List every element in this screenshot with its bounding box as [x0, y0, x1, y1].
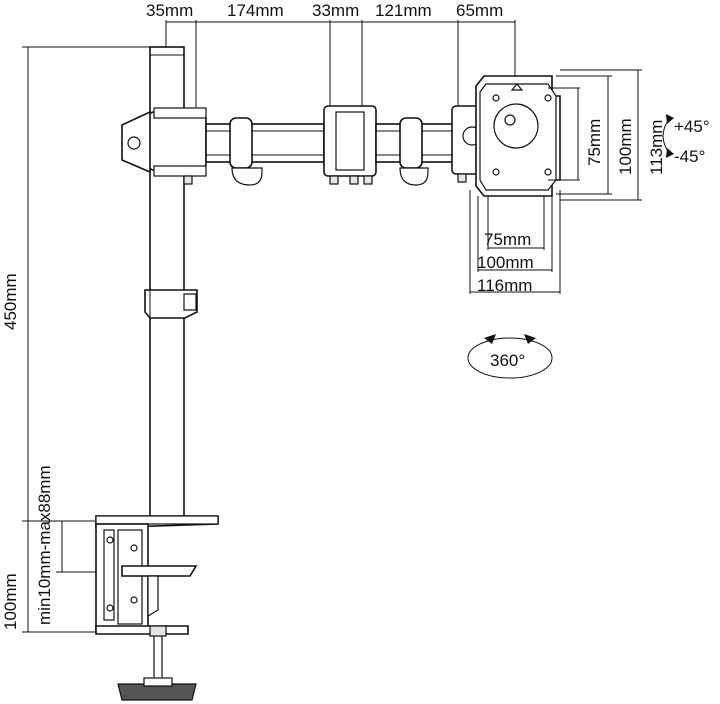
tilt-arrowhead-down-icon: [666, 148, 674, 158]
rotation-indicator: [467, 334, 553, 379]
vesa-vertical-dimensions: [548, 69, 642, 201]
dim-label-121mm: 121mm: [375, 1, 432, 20]
vesa-horizontal-75mm: 75mm: [484, 230, 531, 249]
rotation-label: 360°: [490, 351, 525, 370]
vesa-vertical-100mm: 100mm: [616, 118, 635, 175]
desk-clamp: [95, 515, 219, 701]
vesa-horizontal-dimensions: [469, 190, 561, 294]
vesa-horizontal-100mm: 100mm: [477, 253, 534, 272]
tilt-minus-label: -45°: [674, 147, 705, 166]
vesa-vertical-75mm: 75mm: [585, 119, 604, 166]
rotation-arrowhead-left-icon: [484, 334, 496, 344]
vesa-vertical-113mm: 113mm: [647, 120, 666, 175]
middle-joint: [323, 105, 377, 185]
clamp-range-label: min10mm-max88mm: [35, 465, 54, 625]
clamp-height-label: 100mm: [1, 573, 20, 630]
dim-label-33mm: 33mm: [312, 1, 359, 20]
tilt-arrowhead-up-icon: [666, 114, 674, 124]
tilt-plus-label: +45°: [674, 117, 710, 136]
pivot-collar: [121, 107, 207, 185]
arm-segment-2: [375, 117, 459, 186]
vesa-horizontal-116mm: 116mm: [477, 276, 532, 295]
dim-label-65mm: 65mm: [456, 1, 503, 20]
dim-label-174mm: 174mm: [227, 1, 284, 20]
height-label: 450mm: [1, 273, 20, 330]
top-dimension-lines: [165, 20, 516, 112]
rotation-arrowhead-right-icon: [524, 334, 536, 344]
arm-segment-1: [205, 117, 325, 186]
vesa-plate: [475, 75, 561, 197]
dim-label-35mm: 35mm: [146, 1, 193, 20]
head-joint: [451, 105, 483, 183]
